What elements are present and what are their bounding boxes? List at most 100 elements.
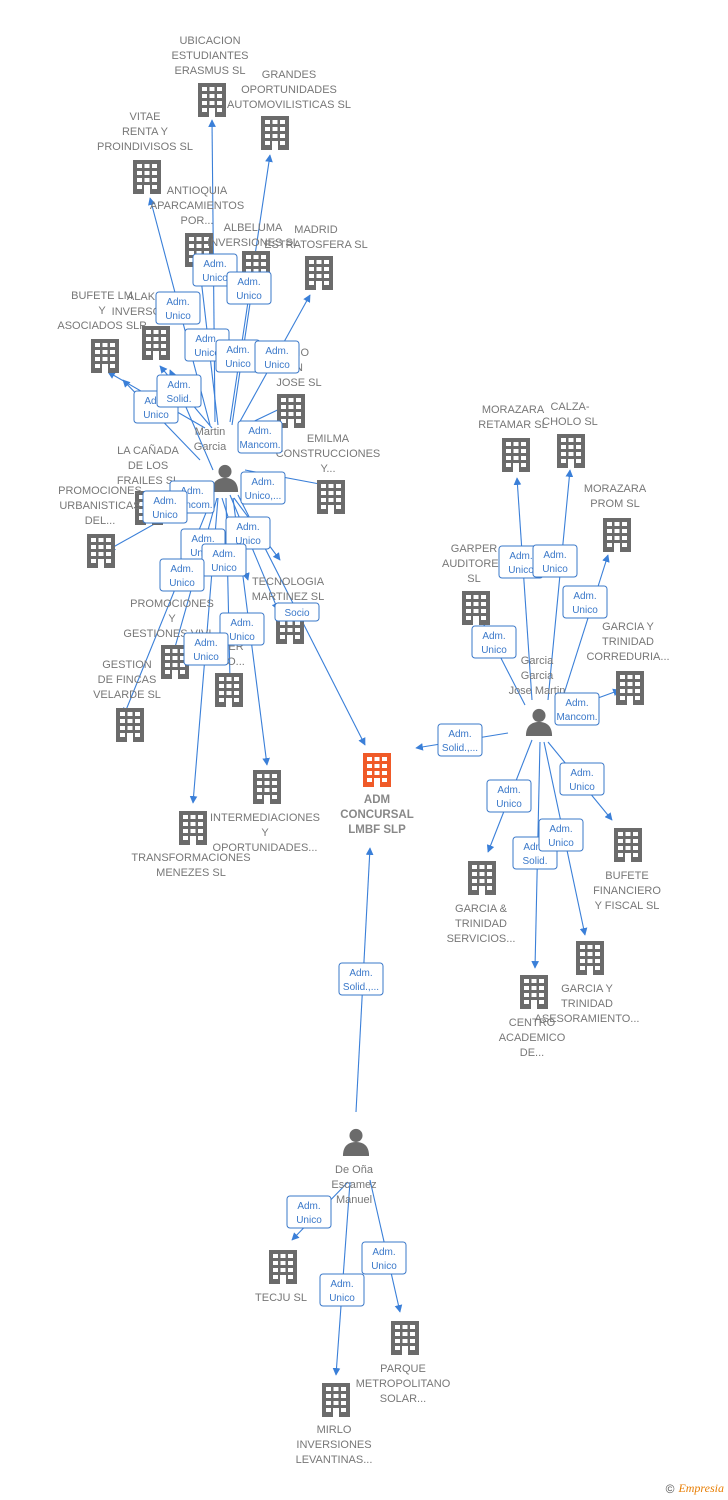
- relation-badge-box: [237, 420, 283, 454]
- relation-label-line: Unico: [371, 1261, 397, 1272]
- building-icon: [269, 1250, 297, 1284]
- relation-label-line: Adm.: [549, 824, 572, 835]
- relation-label: Adm.Unico: [193, 638, 219, 663]
- company-label-line: TRANSFORMACIONES: [131, 852, 250, 864]
- building-icon: [576, 941, 604, 975]
- relation-badge-r19[interactable]: Adm.Unico: [183, 632, 229, 666]
- building-icon: [520, 975, 548, 1009]
- company-label-line: EMILMA: [307, 433, 350, 445]
- relation-label: Adm.Unico: [508, 551, 534, 576]
- company-label-line: AUTOMOVILISTICAS SL: [227, 99, 351, 111]
- company-label-line: OPORTUNIDADES...: [213, 842, 318, 854]
- relation-badge-r16[interactable]: Adm.Unico: [159, 558, 205, 592]
- relation-badge-r5[interactable]: Adm.Unico: [215, 339, 261, 373]
- relation-label: Adm.Unico: [165, 297, 191, 322]
- relation-badge-r31[interactable]: Adm.Solid.,...: [338, 962, 384, 996]
- relation-badge-r21[interactable]: Adm.Unico: [532, 544, 578, 578]
- relation-badge-r26[interactable]: Adm.Solid.,...: [437, 723, 483, 757]
- relation-badge-r14[interactable]: Adm.Unico: [225, 516, 271, 550]
- relation-badge-r17[interactable]: Adm.Unico: [219, 612, 265, 646]
- company-label-line: DE...: [520, 1047, 544, 1059]
- relation-badge-r1[interactable]: Adm.Unico: [192, 253, 238, 287]
- relation-badge-r32[interactable]: Adm.Unico: [286, 1195, 332, 1229]
- company-node-calza[interactable]: CALZA-CHOLO SL: [542, 401, 598, 468]
- company-label-line: ACADEMICO: [499, 1032, 566, 1044]
- relation-badge-r6[interactable]: Adm.Unico: [254, 340, 300, 374]
- relation-label-line: Unico: [548, 838, 574, 849]
- company-label-line: TECNOLOGIA: [252, 576, 325, 588]
- relation-badge-r11[interactable]: Adm.Unico,...: [240, 471, 286, 505]
- relation-label-line: Unico: [152, 510, 178, 521]
- person-label-line: Garcia: [521, 670, 554, 682]
- relation-badge-r9[interactable]: Adm.Unico: [142, 490, 188, 524]
- relation-badge-r23[interactable]: Adm.Unico: [471, 625, 517, 659]
- relation-badge-r27[interactable]: Adm.Unico: [559, 762, 605, 796]
- relation-badge-r10[interactable]: Adm.Mancom.: [237, 420, 283, 454]
- relation-badge-r2[interactable]: Adm.Unico: [226, 271, 272, 305]
- company-label-line: TRINIDAD: [602, 636, 654, 648]
- relation-label-line: Unico: [236, 291, 262, 302]
- relation-badge-r30[interactable]: Adm. Unico: [538, 818, 584, 852]
- company-node-tecju[interactable]: TECJU SL: [255, 1250, 307, 1304]
- brand-logo[interactable]: Empresia: [678, 1481, 724, 1495]
- relation-badge-r3[interactable]: Adm.Unico: [155, 291, 201, 325]
- relation-label: Adm.Solid.: [522, 842, 547, 867]
- relation-badge-box: [562, 585, 608, 619]
- relation-edge: [547, 469, 574, 701]
- relation-label-line: Adm.: [297, 1201, 320, 1212]
- company-label-line: RENTA Y: [122, 126, 169, 138]
- relation-label-line: Adm.: [330, 1279, 353, 1290]
- company-label-line: DEL...: [85, 515, 116, 527]
- relation-badge-r34[interactable]: Adm.Unico: [319, 1273, 365, 1307]
- relation-badge-box: [274, 602, 320, 622]
- relation-label-line: Unico: [569, 782, 595, 793]
- relation-badge-r25[interactable]: Adm.Mancom.: [554, 692, 600, 726]
- relation-badge-box: [156, 374, 202, 408]
- company-label-line: GARCIA Y: [561, 983, 613, 995]
- relation-badge-r8[interactable]: Adm.Solid.: [156, 374, 202, 408]
- relation-badge-r33[interactable]: Adm.Unico: [361, 1241, 407, 1275]
- relation-badge-r15[interactable]: Adm.Unico: [201, 543, 247, 577]
- company-label-line: MORAZARA: [482, 404, 545, 416]
- relation-badge-r28[interactable]: Adm.Unico: [486, 779, 532, 813]
- relation-badge-r18[interactable]: Socio: [274, 602, 320, 622]
- relation-badge-r22[interactable]: Adm.Unico: [562, 585, 608, 619]
- company-label-line: FINANCIERO: [593, 885, 661, 897]
- relation-badge-box: [471, 625, 517, 659]
